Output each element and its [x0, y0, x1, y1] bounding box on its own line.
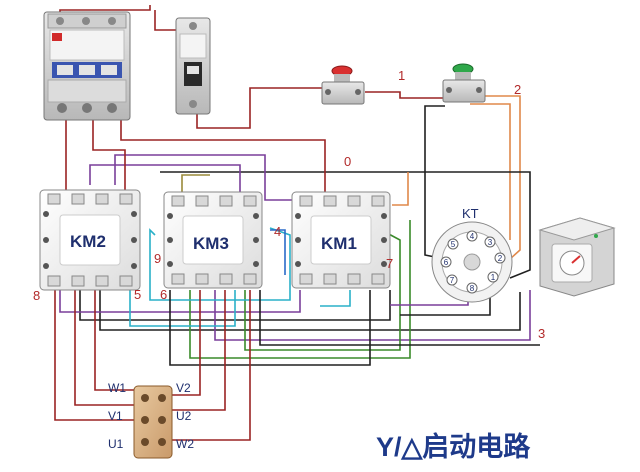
wire-label-2: 2	[514, 82, 521, 97]
wire-label-9: 9	[154, 251, 161, 266]
wire-cyan-3	[320, 290, 351, 307]
wire-label-1: 1	[398, 68, 405, 83]
wire-olive-1	[181, 174, 210, 192]
wire-motor-4	[170, 290, 201, 396]
wire-bottom-green	[244, 231, 401, 351]
wire-label-6: 6	[160, 287, 167, 302]
terminal-label: W2	[176, 437, 194, 451]
km1-label: KM1	[321, 234, 357, 253]
wire-black-3	[169, 290, 371, 366]
main-circuit-breaker	[43, 11, 131, 121]
wire-0	[160, 171, 531, 279]
wire-blue-1	[270, 229, 286, 275]
wire-cyan-2	[149, 227, 291, 301]
wire-motor-5	[170, 290, 226, 411]
contactor-km3	[163, 191, 263, 289]
diagram-title: Y/△启动电路	[376, 431, 531, 462]
timer-pin: 6	[444, 258, 449, 267]
wire-ctrl-1	[196, 87, 330, 129]
wire-bottom-black-2	[99, 290, 521, 331]
wire-motor-6	[170, 290, 251, 441]
terminal-label: U2	[176, 409, 192, 423]
wire-drop-l2	[92, 115, 126, 192]
timer-pin: 5	[451, 240, 456, 249]
km2-label: KM2	[70, 232, 106, 251]
wire-purple-2	[114, 154, 300, 201]
km3-label: KM3	[193, 234, 229, 253]
wire-label-8: 8	[33, 288, 40, 303]
timer-pin: 8	[470, 284, 475, 293]
timer-pins: 1 2 3 4 5 6 7 8	[440, 230, 506, 294]
timer-pin: 1	[491, 273, 496, 282]
wire-1	[365, 91, 445, 99]
wire-bottom-purple-2	[214, 290, 531, 341]
control-breaker	[175, 17, 211, 115]
terminal-label: U1	[108, 437, 124, 451]
wire-label-7: 7	[386, 256, 393, 271]
terminal-label: V2	[176, 381, 191, 395]
timer-pin: 2	[498, 254, 503, 263]
wire-cyan-1	[129, 285, 236, 327]
wire-number-labels: 0 1 2 3 4 5 6 7 8 9	[33, 68, 545, 341]
wire-purple-1	[89, 164, 241, 195]
timer-pin: 3	[488, 238, 493, 247]
wire-label-0: 0	[344, 154, 351, 169]
motor-terminal-block	[133, 385, 173, 459]
wire-bottom-green-2	[189, 220, 411, 359]
terminal-label: W1	[108, 381, 126, 395]
wire-motor-1	[54, 290, 135, 421]
wire-bottom-purple	[59, 290, 301, 313]
contactor-km2	[39, 189, 141, 291]
timer-module	[538, 217, 616, 297]
terminal-label: V1	[108, 409, 123, 423]
wire-orange-km1	[392, 172, 409, 206]
wires	[54, 5, 540, 441]
start-button	[442, 63, 486, 103]
wire-label-3: 3	[538, 326, 545, 341]
wire-label-5: 5	[134, 287, 141, 302]
wire-2b	[470, 103, 511, 240]
wire-kt-black	[400, 292, 491, 316]
wire-motor-3	[94, 290, 135, 391]
wire-label-4: 4	[274, 224, 281, 239]
wire-motor-2	[74, 290, 135, 406]
timer-pin: 4	[470, 232, 475, 241]
timer-label: KT	[462, 206, 479, 221]
contactor-km1	[291, 191, 391, 289]
wire-black-4	[259, 290, 540, 346]
stop-button	[321, 65, 365, 105]
wire-drop-l3	[120, 115, 326, 192]
terminal-labels: W1 V1 U1 V2 U2 W2	[108, 381, 194, 451]
timer-pin: 7	[450, 276, 455, 285]
